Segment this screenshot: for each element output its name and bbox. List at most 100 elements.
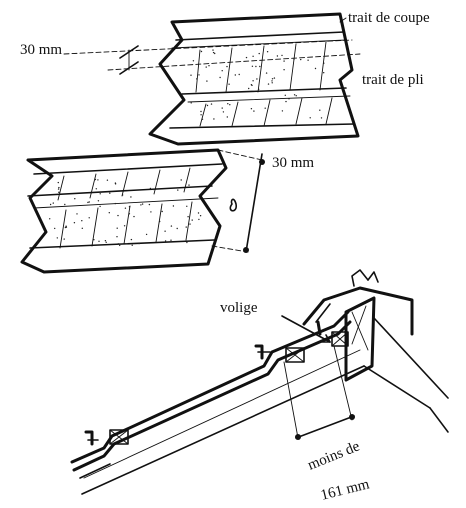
texture-dot: [150, 211, 152, 213]
texture-dot: [229, 104, 231, 106]
texture-dot: [106, 179, 109, 181]
texture-dot: [266, 51, 269, 53]
texture-dot: [145, 233, 148, 236]
texture-dot: [248, 87, 250, 90]
texture-dot: [97, 179, 99, 181]
texture-dot: [320, 117, 323, 119]
texture-dot: [283, 69, 285, 71]
panel-texture-middle: [49, 178, 202, 247]
texture-dot: [161, 210, 163, 213]
texture-dot: [54, 227, 56, 230]
texture-dot: [119, 244, 121, 247]
texture-dot: [219, 76, 221, 79]
texture-dot: [309, 117, 311, 119]
texture-dot: [124, 207, 127, 209]
texture-dot: [56, 237, 58, 239]
panel-texture-top: [190, 49, 325, 121]
texture-dot: [284, 94, 286, 97]
texture-dot: [276, 55, 279, 57]
texture-dot: [74, 198, 76, 200]
texture-dot: [94, 178, 97, 181]
texture-dot: [57, 181, 59, 184]
texture-dot: [192, 60, 195, 62]
less-than-label: moins de: [306, 438, 363, 473]
texture-dot: [140, 204, 142, 206]
texture-dot: [271, 78, 274, 80]
texture-dot: [238, 73, 240, 76]
texture-dot: [226, 116, 228, 118]
texture-dot: [99, 193, 101, 195]
texture-dot: [52, 202, 54, 204]
texture-dot: [117, 243, 120, 245]
roof-sheet: [70, 310, 352, 479]
texture-dot: [198, 218, 200, 221]
texture-dot: [159, 220, 161, 223]
texture-dot: [252, 80, 254, 82]
texture-dot: [295, 95, 297, 97]
texture-dot: [293, 58, 295, 60]
texture-dot: [138, 242, 140, 245]
texture-dot: [189, 223, 191, 225]
texture-dot: [164, 240, 167, 242]
texture-dot: [73, 222, 76, 224]
texture-dot: [177, 189, 179, 191]
texture-dot: [108, 212, 111, 214]
texture-dot: [271, 80, 273, 82]
texture-dot: [288, 98, 290, 100]
texture-dot: [117, 214, 119, 217]
texture-dot: [81, 227, 84, 229]
texture-dot: [271, 82, 273, 84]
texture-dot: [281, 54, 283, 57]
texture-dot: [198, 74, 200, 76]
texture-dot: [87, 201, 89, 204]
texture-dot: [130, 196, 132, 198]
texture-dot: [188, 184, 190, 186]
texture-dot: [57, 188, 60, 190]
texture-dot: [88, 217, 90, 219]
texture-dot: [200, 114, 202, 116]
texture-dot: [256, 78, 258, 80]
texture-dot: [187, 216, 189, 218]
roof-structure: [81, 296, 449, 495]
texture-dot: [281, 110, 284, 112]
texture-dot: [104, 240, 107, 242]
texture-dot: [131, 244, 133, 246]
texture-dot: [88, 201, 90, 203]
texture-dot: [208, 65, 210, 67]
texture-dot: [141, 203, 144, 205]
texture-dot: [128, 206, 131, 208]
texture-dot: [148, 203, 151, 206]
texture-dot: [152, 188, 154, 191]
texture-dot: [49, 203, 52, 206]
texture-dot: [255, 65, 257, 68]
texture-dot: [200, 50, 203, 53]
spacing-dimension: [283, 345, 355, 440]
texture-dot: [114, 202, 117, 205]
cut-line: [63, 39, 353, 55]
texture-dot: [149, 187, 152, 190]
texture-dot: [300, 58, 302, 61]
texture-dot: [176, 227, 178, 230]
texture-dot: [205, 66, 207, 68]
texture-dot: [190, 74, 192, 76]
texture-dot: [197, 212, 200, 214]
texture-dot: [228, 83, 230, 85]
texture-dot: [221, 107, 223, 109]
batten-leader: [281, 315, 331, 343]
cut-line-leader: [339, 17, 347, 23]
offset-side-label: 30 mm: [272, 155, 314, 171]
texture-dot: [63, 238, 65, 240]
texture-dot: [191, 219, 193, 221]
texture-dot: [226, 65, 228, 68]
side-dimension: [211, 149, 265, 253]
texture-dot: [114, 183, 117, 185]
texture-dot: [293, 94, 296, 96]
spacing-label: 161 mm: [319, 476, 371, 504]
texture-dot: [212, 51, 215, 54]
texture-dot: [172, 205, 175, 207]
fold-line-label: trait de pli: [362, 72, 424, 88]
texture-dot: [186, 205, 188, 207]
texture-dot: [186, 241, 188, 244]
texture-dot: [200, 110, 202, 113]
